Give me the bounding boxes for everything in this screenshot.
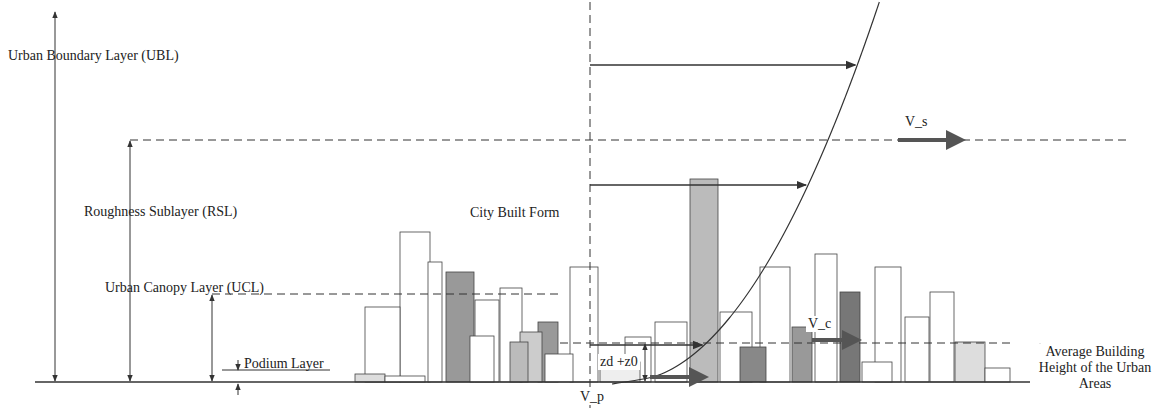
velocity-vector — [590, 64, 855, 66]
zd-z0-extent — [645, 344, 646, 381]
building — [400, 232, 430, 382]
building — [930, 292, 954, 382]
building — [365, 307, 400, 382]
velocity-vector — [590, 344, 702, 346]
layer-label: Average Building Height of the Urban Are… — [1030, 344, 1160, 392]
layer-label: Roughness Sublayer (RSL) — [84, 204, 237, 220]
layer-label: Urban Canopy Layer (UCL) — [105, 280, 264, 296]
building — [545, 354, 573, 382]
podium-extent-top — [238, 360, 239, 370]
buildings — [355, 179, 1010, 382]
building — [570, 267, 598, 382]
layer-label: V_c — [806, 316, 833, 332]
ubl-extent — [55, 12, 56, 381]
building — [470, 336, 494, 382]
profile-axis — [590, 2, 591, 408]
velocity-arrow — [812, 338, 858, 342]
layer-label: V_s — [903, 114, 930, 130]
podium-extent-bottom — [238, 384, 239, 395]
rsl-top-line — [130, 140, 1130, 141]
wind-profile — [590, 2, 879, 384]
building — [385, 376, 425, 382]
building — [690, 179, 718, 382]
building — [985, 368, 1010, 382]
average-height-line — [560, 343, 1010, 344]
building — [862, 362, 892, 382]
layer-label: Urban Boundary Layer (UBL) — [8, 48, 179, 64]
building — [428, 262, 442, 382]
layer-label: City Built Form — [470, 205, 559, 221]
layer-label: Podium Layer — [244, 356, 324, 372]
ground-line — [35, 381, 1130, 383]
building — [792, 327, 812, 382]
building — [355, 374, 385, 382]
velocity-vector — [590, 184, 806, 186]
profile-curve — [612, 2, 879, 384]
building — [905, 317, 929, 382]
rsl-extent — [130, 141, 131, 381]
building — [655, 322, 687, 382]
velocity-arrow — [650, 375, 705, 379]
ucl-top-line — [212, 294, 560, 295]
ucl-extent — [212, 295, 213, 381]
layer-label: V_p — [578, 389, 606, 405]
building — [955, 342, 985, 382]
building — [510, 342, 528, 382]
building — [740, 347, 766, 382]
building — [840, 292, 860, 382]
layer-label: zd +z0 — [598, 354, 640, 370]
velocity-arrow — [898, 138, 962, 142]
